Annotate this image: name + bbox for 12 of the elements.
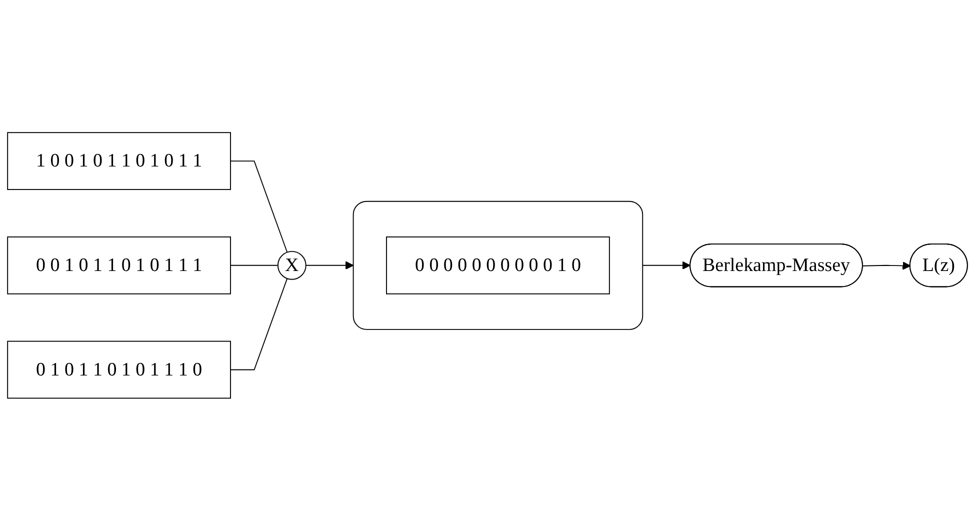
cluster xyxy=(352,201,644,330)
connector xyxy=(230,160,288,253)
connector xyxy=(230,278,288,370)
node-circle: X xyxy=(277,251,306,280)
arrow xyxy=(642,261,690,270)
node-box: 0 1 0 1 1 0 1 0 1 1 1 0 xyxy=(7,340,231,399)
connector xyxy=(230,265,278,266)
node-box: 0 0 0 0 0 0 0 0 0 0 1 0 xyxy=(386,236,610,294)
node-box: 1 0 0 1 0 1 1 0 1 0 1 1 xyxy=(7,132,231,190)
node-box: 0 0 1 0 1 1 0 1 0 1 1 1 xyxy=(7,236,231,294)
arrow xyxy=(305,261,354,270)
arrow xyxy=(862,262,911,270)
